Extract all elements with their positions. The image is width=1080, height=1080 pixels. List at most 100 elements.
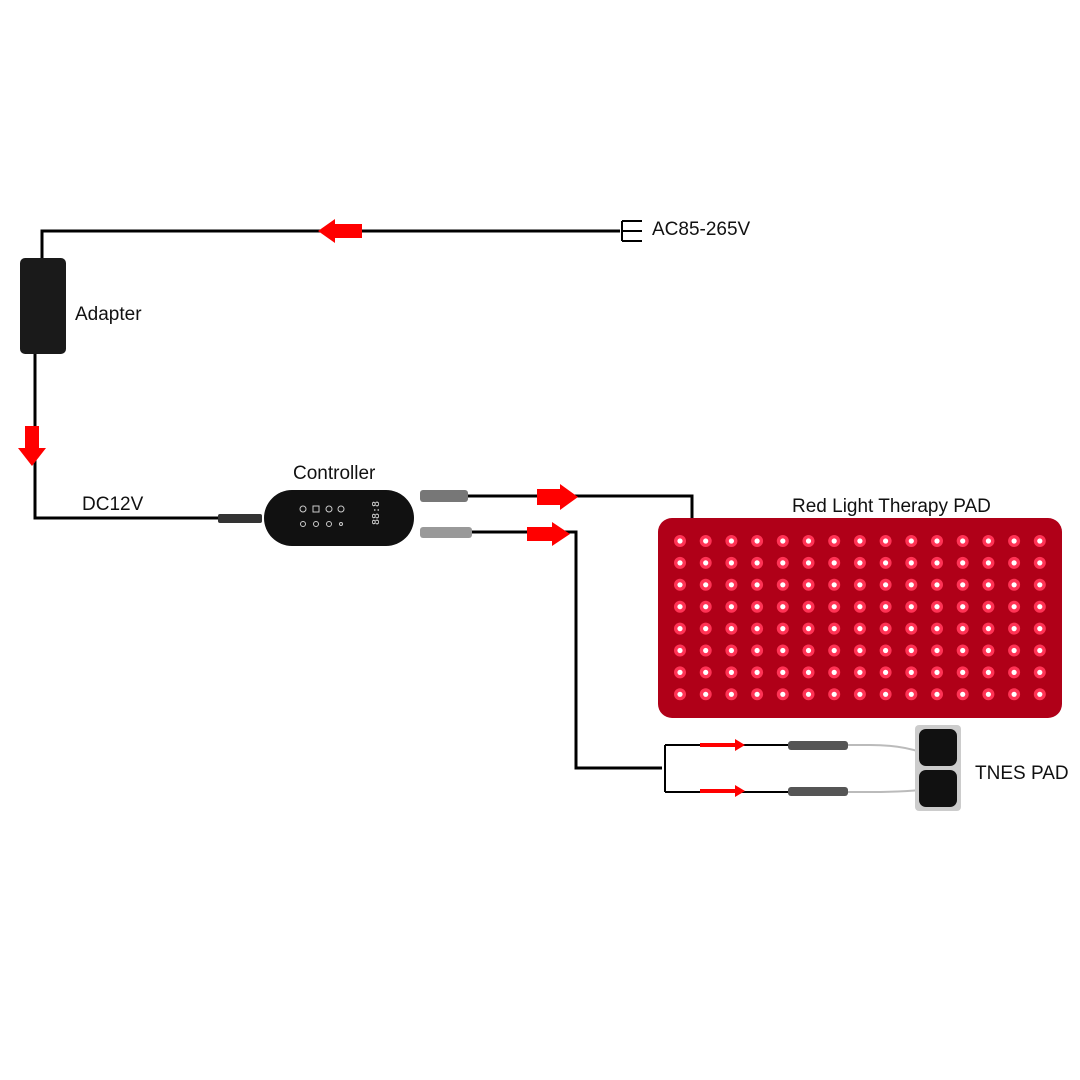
flow-arrows [18,219,745,797]
led [805,691,812,697]
ac-plug-icon [621,220,642,242]
led [754,560,760,566]
led [960,604,966,610]
led [960,647,966,654]
led [703,538,709,544]
arrow-right-icon [537,484,578,510]
led [1037,626,1043,632]
led [1011,560,1017,566]
led [831,560,837,566]
led [960,538,966,544]
led [831,647,837,654]
led [908,538,914,544]
led [908,669,914,676]
led [1011,691,1017,697]
led [960,582,966,588]
led [754,582,760,588]
led [857,691,863,697]
led [780,691,786,697]
controller-label: Controller [293,463,376,484]
led [934,604,940,610]
led [1037,538,1043,544]
led [677,560,683,566]
led [703,647,709,654]
dc-label: DC12V [82,494,144,515]
led [883,647,889,654]
led [703,626,709,632]
led [754,647,760,654]
adapter-device [20,258,66,354]
arrow-right-icon [700,785,745,797]
led [831,582,837,588]
led [780,538,786,544]
led [728,538,735,544]
controller-display: 88:8 [371,501,382,525]
ac-label: AC85-265V [652,219,751,240]
led [728,647,735,654]
led [703,691,709,697]
red-light-pad [658,518,1062,718]
led [908,647,914,654]
led [728,691,735,697]
led [754,669,760,676]
controller-buttons [299,505,345,527]
led [805,538,812,544]
led [1037,669,1043,676]
ac-wire [40,229,620,258]
led [883,560,889,566]
led [703,604,709,610]
pad-connector [420,490,468,502]
led [703,560,709,566]
led [857,560,863,566]
led [805,582,812,588]
led [1037,604,1043,610]
led [857,669,863,676]
led [754,604,760,610]
dc-wire [33,354,220,520]
led [883,626,889,632]
led [805,626,812,632]
led [1011,604,1017,610]
led [1037,560,1043,566]
led [677,604,683,610]
led [703,669,709,676]
led [831,604,837,610]
led [985,560,992,566]
led [677,582,683,588]
led [805,560,812,566]
led [728,582,735,588]
led [677,626,683,632]
tnes-connector [420,527,472,538]
led [960,669,966,676]
led [985,647,992,654]
led [805,604,812,610]
led [831,691,837,697]
arrow-left-icon [318,219,362,243]
led [1037,691,1043,697]
led [857,538,863,544]
led [1011,626,1017,632]
led [985,626,992,632]
led [857,647,863,654]
led [780,669,786,676]
led [728,604,735,610]
led [908,691,914,697]
pad-label: Red Light Therapy PAD [792,496,991,517]
led [934,582,940,588]
arrow-down-icon [18,426,46,466]
led [883,604,889,610]
led [985,691,992,697]
led [934,538,940,544]
controller-device [264,490,414,546]
arrow-right-icon [527,522,570,546]
led [960,626,966,632]
adapter-label: Adapter [75,304,142,325]
led [780,626,786,632]
led [677,669,683,676]
led [831,669,837,676]
led [985,604,992,610]
tnes-label: TNES PAD [975,763,1069,784]
led [883,538,889,544]
led [934,669,940,676]
